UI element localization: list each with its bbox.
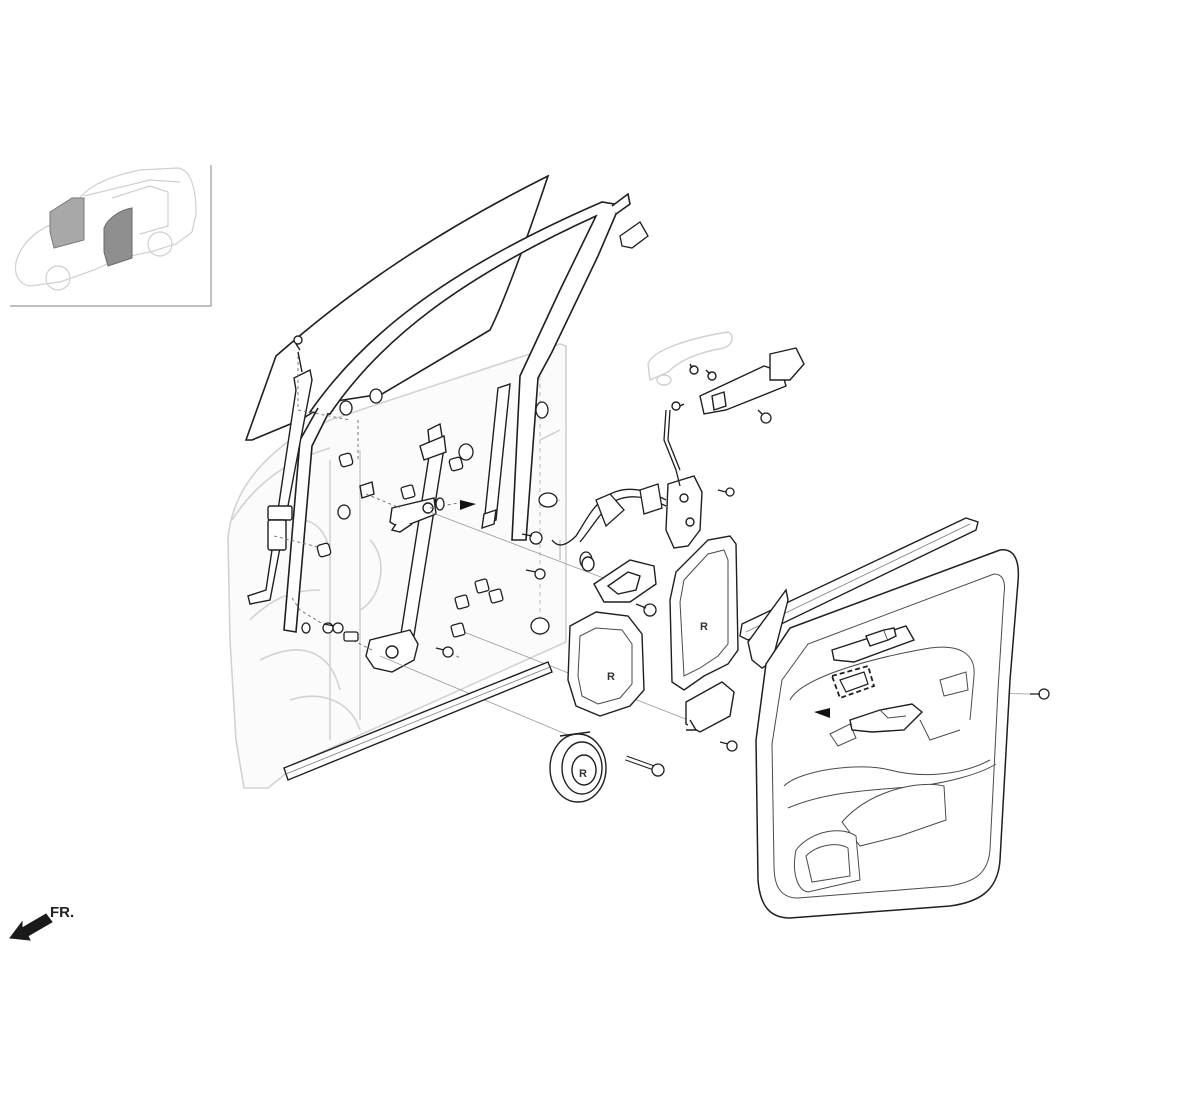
corner-trim-cap	[619, 221, 649, 249]
door-fasteners	[301, 388, 593, 642]
rear-glass-run-channel	[481, 382, 511, 530]
panel-marks: R R R	[579, 621, 708, 780]
clip	[488, 588, 504, 604]
service-hole-cover-upper	[669, 535, 739, 691]
bolt	[719, 740, 738, 752]
service-hole-cover-lower	[567, 611, 645, 717]
grommet	[337, 504, 351, 520]
grommet	[339, 400, 353, 416]
grommet	[369, 388, 383, 404]
inner-handle-bracket	[581, 556, 657, 603]
clip	[343, 631, 359, 642]
bolt	[671, 401, 685, 411]
door-window-glass	[244, 174, 550, 441]
arrow-icon	[814, 708, 830, 718]
bolt	[717, 487, 735, 497]
lower-belt-molding	[283, 661, 553, 781]
direction-arrows	[460, 500, 830, 718]
grommet	[435, 497, 445, 511]
panel-mark: R	[607, 671, 615, 683]
front-arrow-icon	[9, 913, 53, 941]
front-direction-indicator: FR.	[9, 904, 74, 941]
outside-door-handle	[647, 331, 733, 386]
bolts	[323, 409, 1050, 777]
bolt	[635, 603, 657, 617]
clip	[454, 594, 470, 610]
power-window-switch-bezel	[831, 625, 916, 663]
door-speaker	[549, 731, 607, 803]
bolt	[323, 622, 344, 634]
clip	[448, 456, 464, 472]
bolt	[435, 646, 454, 658]
bolt	[525, 568, 546, 580]
door-frame-sash	[283, 192, 631, 633]
grommet	[530, 617, 550, 635]
grommet	[538, 492, 558, 508]
long-bolt	[625, 755, 665, 777]
door-lock-actuator	[665, 475, 703, 549]
clip	[400, 484, 416, 500]
inset-rear-door-highlight	[103, 207, 133, 267]
window-switch-highlight	[830, 664, 876, 700]
clip	[338, 452, 354, 468]
door-trim-panel	[755, 549, 1020, 919]
clip	[474, 578, 490, 594]
inner-handle-assembly	[849, 703, 924, 733]
vehicle-locator-inset	[10, 165, 212, 307]
inset-frame	[10, 165, 212, 307]
grommet	[458, 443, 474, 461]
bolt	[1030, 688, 1050, 700]
grommet	[535, 401, 549, 419]
clip	[450, 622, 466, 638]
front-sash-channel	[247, 335, 313, 605]
arrow-icon	[460, 500, 476, 510]
clip	[316, 542, 332, 558]
front-direction-label: FR.	[50, 904, 74, 921]
panel-mark: R	[700, 621, 708, 633]
bolt	[689, 363, 699, 375]
grommet	[301, 622, 311, 634]
lock-cables	[551, 409, 681, 546]
outside-handle-bracket	[671, 347, 805, 415]
window-regulator	[359, 422, 447, 673]
door-control-module	[685, 681, 735, 733]
inset-front-door-highlight	[49, 197, 85, 249]
bolt	[705, 369, 717, 381]
panel-mark: R	[579, 768, 587, 780]
bolt	[521, 531, 543, 545]
bolt	[757, 409, 772, 424]
